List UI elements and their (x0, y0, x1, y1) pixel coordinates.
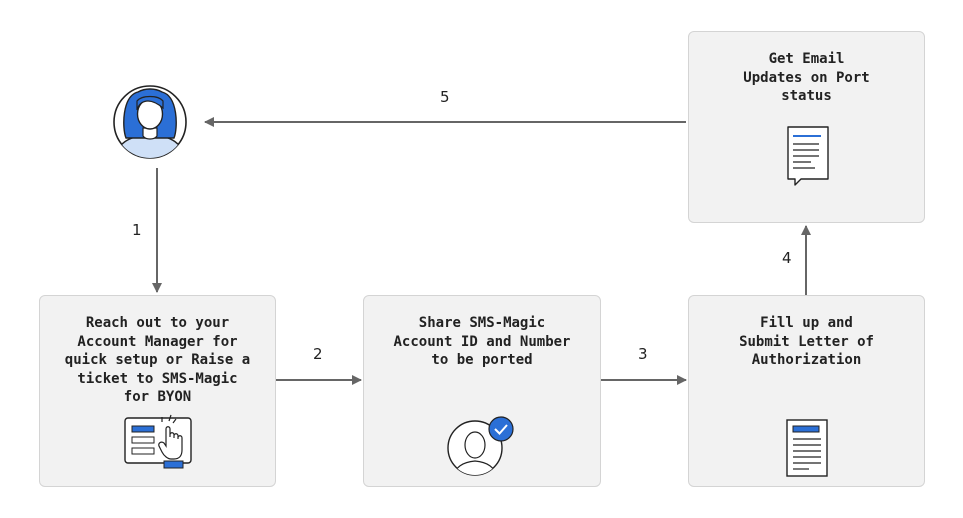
step-number-2: 2 (313, 345, 323, 363)
step-box-reach-out: Reach out to your Account Manager for qu… (39, 295, 276, 487)
step-number-4: 4 (782, 249, 792, 267)
step-text: Share SMS-Magic Account ID and Number to… (393, 315, 571, 368)
step-number-3: 3 (638, 345, 648, 363)
step-box-share-account: Share SMS-Magic Account ID and Number to… (363, 295, 601, 487)
email-message-icon (787, 126, 829, 186)
document-form-icon (786, 419, 828, 477)
step-text: Reach out to your Account Manager for qu… (64, 315, 251, 405)
step-text: Fill up and Submit Letter of Authorizati… (739, 315, 874, 368)
step-box-email-updates: Get Email Updates on Port status (688, 31, 925, 223)
step-number-1: 1 (132, 221, 142, 239)
step-text: Get Email Updates on Port status (743, 51, 870, 104)
verified-user-icon (447, 416, 514, 476)
step-box-letter-of-authorization: Fill up and Submit Letter of Authorizati… (688, 295, 925, 487)
step-number-5: 5 (440, 88, 450, 106)
click-form-icon (124, 414, 192, 469)
